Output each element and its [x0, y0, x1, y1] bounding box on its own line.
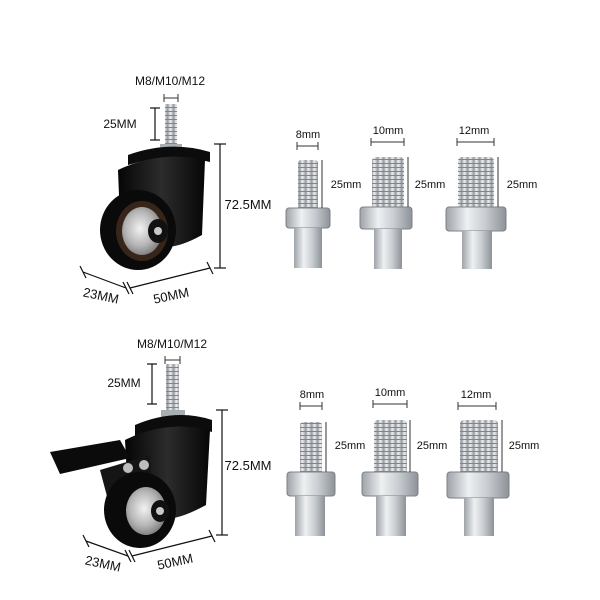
dim-tick: [124, 549, 132, 563]
brake-pedal: [50, 440, 130, 474]
bottom-caster: M8/M10/M12 25MM 72.5MM 23MM: [50, 337, 271, 575]
bolt-8mm: 8mm 25mm: [286, 389, 366, 536]
wheel-rim: [126, 487, 166, 535]
threaded-stem: [165, 104, 177, 146]
stem-height-label: 25MM: [103, 117, 136, 131]
bolt-hex-nut: [286, 471, 336, 497]
bolt-hex-nut: [445, 206, 507, 232]
bolt-length-label: 25mm: [417, 440, 448, 452]
swivel-plate: [135, 415, 212, 436]
top-bolts: 8mm 25mm 10mm 25mm 12mm: [285, 125, 538, 269]
dim-tick: [79, 265, 87, 279]
total-height-label: 72.5MM: [225, 458, 272, 473]
bolt-shank: [462, 231, 492, 269]
bolt-shank: [464, 498, 494, 536]
bolt-shank: [374, 229, 402, 269]
width-label: 23MM: [84, 553, 122, 575]
dim-tick: [208, 529, 216, 543]
bolt-8mm: 8mm 25mm: [285, 129, 362, 268]
bolt-length-label: 25mm: [509, 440, 540, 452]
bolt-length-label: 25mm: [331, 179, 362, 191]
diameter-label: 50MM: [156, 551, 194, 573]
threaded-stem: [166, 364, 179, 412]
bolt-size-label: 8mm: [296, 129, 320, 141]
axle-bolt: [156, 507, 164, 515]
dim-tick: [128, 549, 136, 563]
bolt-thread: [374, 420, 407, 474]
bolt-10mm: 10mm 25mm: [361, 387, 448, 536]
stem-nut: [161, 410, 185, 417]
diameter-label: 50MM: [152, 285, 190, 307]
bolt-size-label: 12mm: [459, 125, 490, 137]
brake-rivet: [139, 460, 149, 470]
diameter-dim: [129, 267, 211, 289]
diameter-dim: [131, 535, 213, 557]
width-dim: [82, 271, 127, 289]
bolt-thread: [298, 160, 318, 210]
dim-tick: [206, 261, 214, 275]
bolt-hex-nut: [446, 471, 510, 499]
bolt-size-label: 10mm: [375, 387, 406, 399]
bolt-thread: [458, 157, 494, 209]
bolt-thread: [372, 157, 404, 209]
axle-bolt: [154, 227, 162, 235]
wheel-rim: [122, 207, 162, 255]
bolt-hex-nut: [359, 206, 413, 230]
bolt-length-label: 25mm: [507, 179, 538, 191]
dim-tick: [126, 281, 134, 295]
bolt-thread: [300, 422, 322, 474]
bolt-shank: [294, 228, 322, 268]
bolt-thread: [460, 420, 498, 474]
bolt-shank: [295, 496, 325, 536]
dim-tick: [122, 281, 130, 295]
width-dim: [85, 540, 129, 557]
total-height-label: 72.5MM: [225, 197, 272, 212]
bolt-10mm: 10mm 25mm: [359, 125, 446, 269]
swivel-plate: [128, 146, 210, 165]
bolt-12mm: 12mm 25mm: [446, 389, 540, 536]
bolt-hex-nut: [361, 471, 419, 497]
bolt-size-label: 12mm: [461, 389, 492, 401]
bolt-length-label: 25mm: [415, 179, 446, 191]
brake-rivet: [123, 463, 133, 473]
bolt-size-label: 8mm: [300, 389, 324, 401]
thread-size-label: M8/M10/M12: [135, 74, 205, 88]
dim-tick: [82, 534, 90, 548]
bolt-hex-nut: [285, 207, 331, 229]
thread-size-label: M8/M10/M12: [137, 337, 207, 351]
bolt-12mm: 12mm 25mm: [445, 125, 538, 269]
bolt-size-label: 10mm: [373, 125, 404, 137]
top-caster: M8/M10/M12 25MM 72.5MM 23MM: [79, 74, 272, 307]
width-label: 23MM: [82, 285, 120, 307]
bolt-shank: [376, 496, 406, 536]
stem-height-label: 25MM: [107, 376, 140, 390]
bolt-length-label: 25mm: [335, 440, 366, 452]
bottom-bolts: 8mm 25mm 10mm 25mm 12mm: [286, 387, 540, 536]
